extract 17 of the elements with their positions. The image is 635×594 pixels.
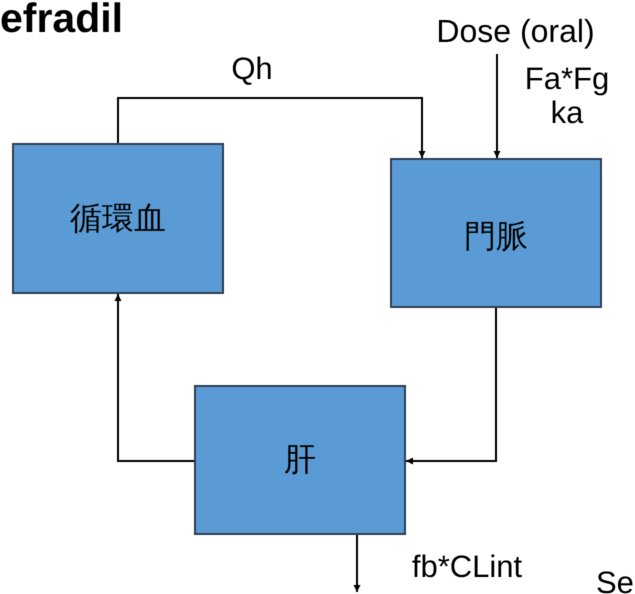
box-label: 門脈 — [464, 216, 528, 257]
edge-label: Qh — [230, 52, 274, 86]
process-box — [12, 143, 224, 294]
arrow — [354, 535, 360, 592]
process-box — [390, 158, 602, 308]
arrow — [117, 97, 426, 158]
arrow — [494, 54, 500, 158]
text-label: Se — [596, 566, 634, 594]
box-label: 肝 — [284, 439, 316, 480]
process-box — [194, 385, 406, 535]
arrow — [406, 308, 497, 464]
input-label: Dose (oral) — [436, 12, 595, 50]
title: efradil — [0, 0, 124, 42]
edge-label: Fa*Fg ka — [524, 62, 610, 130]
edge-label: fb*CLint — [410, 550, 524, 584]
box-label: 循環血 — [70, 198, 166, 238]
arrow — [114, 294, 194, 462]
